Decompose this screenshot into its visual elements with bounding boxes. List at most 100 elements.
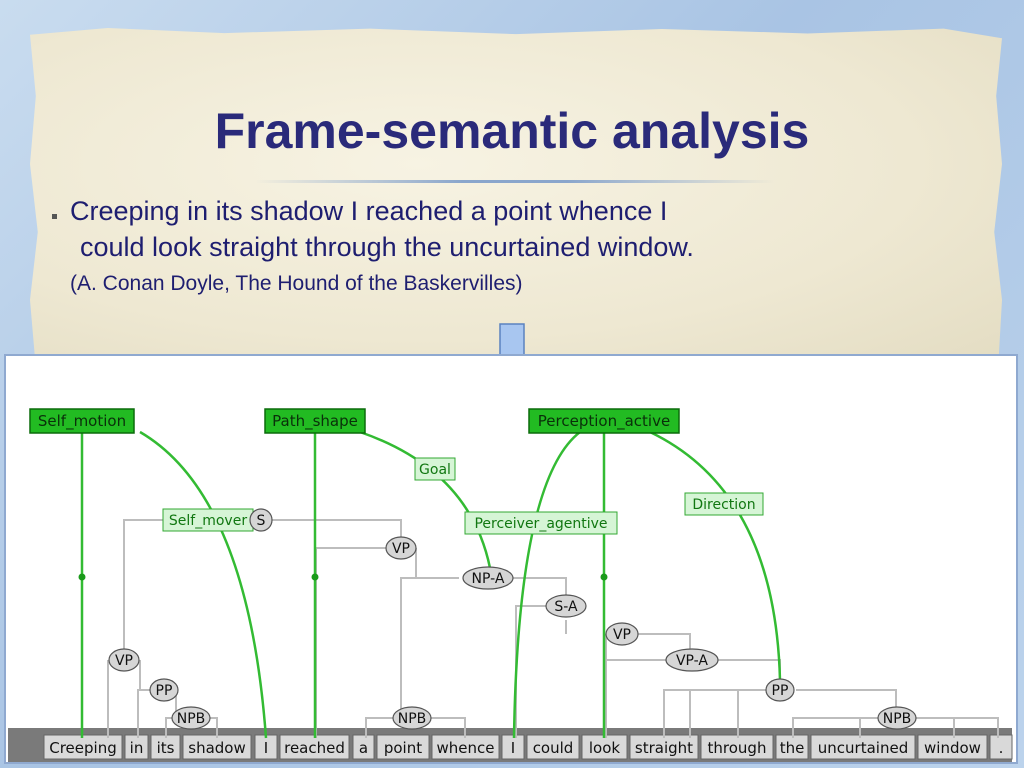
token-label: Creeping xyxy=(49,739,117,757)
token-label: its xyxy=(157,739,175,757)
frame-link xyxy=(512,431,581,739)
tree-edge xyxy=(123,519,251,660)
role-box xyxy=(684,492,764,516)
bullet-marker xyxy=(52,214,57,219)
tree-edge xyxy=(315,547,386,738)
role-box xyxy=(414,457,456,481)
token-label: the xyxy=(780,739,805,757)
frame-box xyxy=(528,408,680,434)
slide-title: Frame-semantic analysis xyxy=(214,103,810,159)
sentence-line-1: Creeping in its shadow I reached a point… xyxy=(70,196,668,226)
token-label: I xyxy=(264,739,268,757)
token-label: through xyxy=(708,739,767,757)
frame-label: Self_motion xyxy=(38,412,126,431)
tree-node-label: S xyxy=(257,513,266,529)
title-underline xyxy=(255,180,775,183)
token-label: could xyxy=(533,739,574,757)
tree-node xyxy=(462,566,514,590)
token-box xyxy=(43,734,123,760)
token-label: whence xyxy=(437,739,495,757)
tree-node xyxy=(392,706,432,730)
tree-edge xyxy=(431,717,466,738)
frame-label: Perception_active xyxy=(538,412,670,431)
token-box xyxy=(150,734,181,760)
token-box xyxy=(917,734,988,760)
tree-node-label: NPB xyxy=(883,711,912,727)
token-box xyxy=(629,734,699,760)
tree-edge xyxy=(365,717,393,738)
tree-edge xyxy=(165,717,172,738)
tree-edge xyxy=(270,519,402,548)
token-label: window xyxy=(924,739,981,757)
token-label: shadow xyxy=(188,739,245,757)
token-box xyxy=(775,734,809,760)
tree-node xyxy=(249,508,273,532)
role-label: Goal xyxy=(419,462,451,478)
tree-node-label: NPB xyxy=(398,711,427,727)
tree-edge xyxy=(954,717,999,738)
token-box xyxy=(376,734,430,760)
link-junction-dot xyxy=(600,573,608,581)
token-label: . xyxy=(999,739,1004,757)
token-label: reached xyxy=(284,739,345,757)
token-box xyxy=(352,734,375,760)
token-box xyxy=(810,734,916,760)
link-junction-dot xyxy=(311,573,319,581)
tree-node xyxy=(765,678,795,702)
tree-node-label: PP xyxy=(156,683,173,699)
tree-node xyxy=(665,648,719,672)
tree-node xyxy=(171,706,211,730)
role-label: Perceiver_agentive xyxy=(474,516,607,532)
token-box xyxy=(182,734,252,760)
token-label: uncurtained xyxy=(818,739,908,757)
frame-box xyxy=(264,408,366,434)
tree-node xyxy=(385,536,417,560)
token-box xyxy=(124,734,149,760)
tree-node-label: VP xyxy=(115,653,133,669)
tree-node xyxy=(545,594,587,618)
tree-node-label: VP-A xyxy=(676,653,708,669)
tree-node xyxy=(149,678,179,702)
token-label: straight xyxy=(635,739,693,757)
parchment-background xyxy=(30,28,1002,368)
frame-link xyxy=(139,430,268,739)
role-label: Direction xyxy=(692,497,755,513)
frame-link xyxy=(359,430,492,569)
token-box xyxy=(581,734,628,760)
tree-node xyxy=(605,622,639,646)
token-label: in xyxy=(130,739,144,757)
tree-node-label: S-A xyxy=(554,599,578,615)
link-junction-dot xyxy=(78,573,86,581)
tree-edge xyxy=(210,717,218,738)
citation: (A. Conan Doyle, The Hound of the Basker… xyxy=(70,272,523,295)
tree-node-label: VP xyxy=(392,541,410,557)
token-box xyxy=(700,734,774,760)
tree-node xyxy=(877,706,917,730)
token-label: look xyxy=(589,739,621,757)
tree-node xyxy=(108,648,140,672)
role-label: Self_mover xyxy=(169,513,247,529)
tree-node-label: NP-A xyxy=(472,571,505,587)
token-box xyxy=(279,734,350,760)
token-label: a xyxy=(359,739,368,757)
sentence-line-2: could look straight through the uncurtai… xyxy=(80,232,694,262)
frame-link xyxy=(649,430,782,681)
role-box xyxy=(464,511,618,535)
tree-node-label: NPB xyxy=(177,711,206,727)
token-label: point xyxy=(384,739,422,757)
frame-box xyxy=(29,408,135,434)
tree-edge xyxy=(792,717,880,738)
token-box xyxy=(431,734,500,760)
tree-edge xyxy=(400,577,459,718)
example-sentence: Creeping in its shadow I reached a point… xyxy=(70,193,970,265)
tree-node-label: PP xyxy=(772,683,789,699)
token-box xyxy=(526,734,580,760)
tree-edge xyxy=(663,689,766,738)
token-box xyxy=(989,734,1013,760)
token-label: I xyxy=(511,739,515,757)
tree-node-label: VP xyxy=(613,627,631,643)
tree-edge xyxy=(137,689,150,738)
frame-label: Path_shape xyxy=(272,412,358,431)
